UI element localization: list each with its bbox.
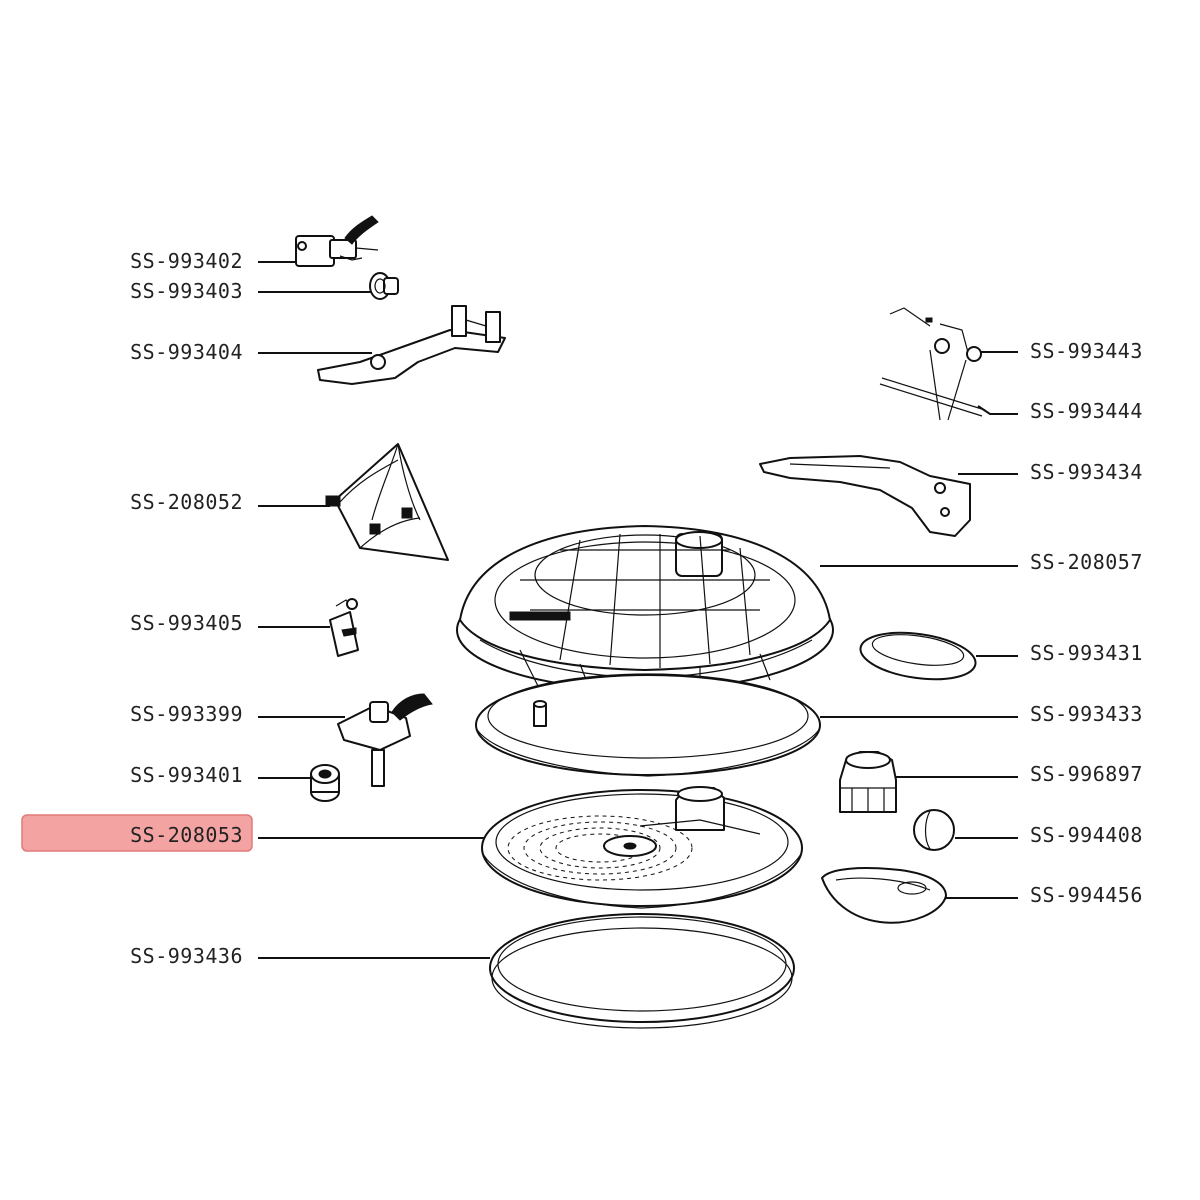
part-ss-993444-rod [879,377,986,417]
label-ss-993399[interactable]: SS-993399 [130,702,243,726]
part-ss-993403-connector [369,272,399,300]
part-ss-993431-oval-seal [859,631,977,681]
label-ss-993444[interactable]: SS-993444 [1030,399,1143,423]
label-ss-993404[interactable]: SS-993404 [130,340,243,364]
part-ss-993433-lid-plate [475,673,821,777]
label-ss-993402[interactable]: SS-993402 [130,249,243,273]
label-ss-993403[interactable]: SS-993403 [130,279,243,303]
part-ss-993436-gasket [489,913,795,1029]
label-ss-993443[interactable]: SS-993443 [1030,339,1143,363]
part-ss-994456-tray [821,867,947,924]
label-ss-208053[interactable]: SS-208053 [130,823,243,847]
label-ss-993433[interactable]: SS-993433 [1030,702,1143,726]
label-ss-208057[interactable]: SS-208057 [1030,550,1143,574]
part-ss-996897-valve-cap [839,751,897,813]
label-ss-994408[interactable]: SS-994408 [1030,823,1143,847]
selected-part-highlight[interactable] [21,814,253,852]
part-ss-208053-inner-lid [481,786,803,909]
leader-lines-right [820,351,1018,899]
label-ss-993405[interactable]: SS-993405 [130,611,243,635]
part-ss-993405-clip [329,598,359,657]
label-ss-993434[interactable]: SS-993434 [1030,460,1143,484]
part-ss-993404-bracket [317,305,506,385]
part-ss-208057-lid-frame [456,525,834,691]
part-ss-993434-lever-plate [759,455,971,537]
label-ss-993436[interactable]: SS-993436 [130,944,243,968]
part-ss-994408-ball [913,809,955,851]
part-ss-208052-wiring-harness [325,443,449,561]
part-ss-993402-valve [295,215,379,267]
label-ss-208052[interactable]: SS-208052 [130,490,243,514]
part-ss-993399-pressure-switch [337,693,433,787]
label-ss-994456[interactable]: SS-994456 [1030,883,1143,907]
label-ss-996897[interactable]: SS-996897 [1030,762,1143,786]
label-ss-993401[interactable]: SS-993401 [130,763,243,787]
part-ss-993401-bushing [310,764,340,802]
leader-lines-left [258,261,490,959]
label-ss-993431[interactable]: SS-993431 [1030,641,1143,665]
part-ss-993443-hinge-springs [889,307,982,421]
